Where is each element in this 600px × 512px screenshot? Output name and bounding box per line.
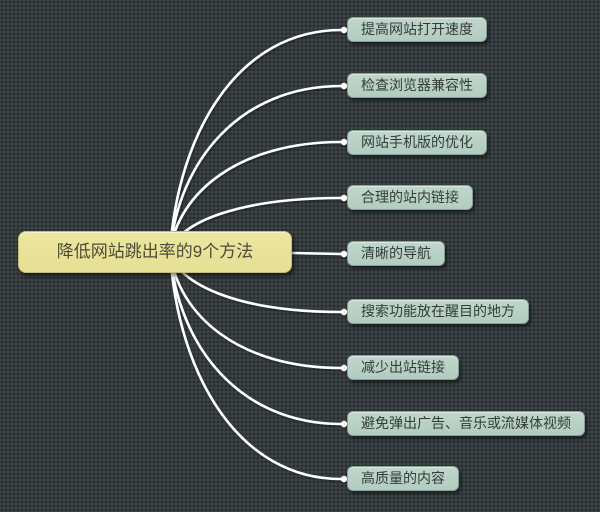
connector-curve <box>168 250 343 481</box>
connection-dot <box>340 82 348 90</box>
connection-dot <box>340 26 348 34</box>
branch-node-label: 合理的站内链接 <box>361 189 459 205</box>
connector-curve <box>168 28 343 254</box>
branch-node-avoid-popups-media[interactable]: 避免弹出广告、音乐或流媒体视频 <box>347 411 585 436</box>
connection-dot <box>340 308 348 316</box>
branch-node-internal-links[interactable]: 合理的站内链接 <box>347 185 473 210</box>
connector-curve <box>290 251 343 256</box>
connection-dot <box>340 250 348 258</box>
connector-curve <box>168 250 343 370</box>
connector-curve <box>168 250 343 426</box>
branch-node-reduce-outbound-links[interactable]: 减少出站链接 <box>347 355 459 380</box>
branch-node-label: 避免弹出广告、音乐或流媒体视频 <box>361 415 571 431</box>
connection-dot <box>340 364 348 372</box>
branch-node-label: 检查浏览器兼容性 <box>361 77 473 93</box>
connection-dot <box>340 420 348 428</box>
branch-node-browser-compatibility[interactable]: 检查浏览器兼容性 <box>347 73 487 98</box>
branch-node-search-placement[interactable]: 搜索功能放在醒目的地方 <box>347 299 529 324</box>
branch-node-label: 搜索功能放在醒目的地方 <box>361 303 515 319</box>
connector-curve <box>168 84 343 254</box>
root-node-label: 降低网站跳出率的9个方法 <box>56 242 254 261</box>
branch-node-label: 网站手机版的优化 <box>361 134 473 150</box>
branch-node-label: 减少出站链接 <box>361 359 445 375</box>
connection-dot <box>340 138 348 146</box>
branch-node-mobile-optimization[interactable]: 网站手机版的优化 <box>347 130 487 155</box>
branch-node-page-speed[interactable]: 提高网站打开速度 <box>347 17 487 42</box>
branch-node-label: 提高网站打开速度 <box>361 21 473 37</box>
branch-node-clear-navigation[interactable]: 清晰的导航 <box>347 241 445 266</box>
branch-node-label: 高质量的内容 <box>361 470 445 486</box>
branch-node-quality-content[interactable]: 高质量的内容 <box>347 466 459 491</box>
root-node[interactable]: 降低网站跳出率的9个方法 <box>18 231 292 273</box>
branch-node-label: 清晰的导航 <box>361 245 431 261</box>
connector-curve <box>168 140 343 254</box>
connection-dot <box>340 194 348 202</box>
connection-dot <box>340 475 348 483</box>
